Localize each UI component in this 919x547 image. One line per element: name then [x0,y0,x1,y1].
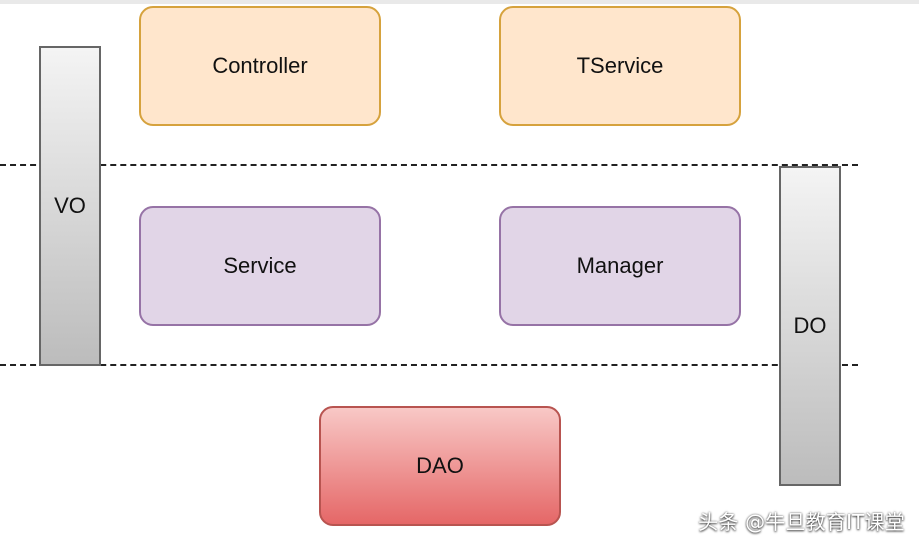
do-pillar: DO [779,166,841,486]
tservice-label: TService [576,53,664,78]
dao-label: DAO [416,453,464,478]
manager-label: Manager [576,253,664,278]
top-rule [0,0,919,4]
service-node: Service [139,206,381,326]
watermark: 头条 @牛旦教育IT课堂 [698,510,905,534]
service-label: Service [223,253,297,278]
controller-node: Controller [139,6,381,126]
vo-pillar: VO [39,46,101,366]
layer-divider-lower [0,364,858,366]
layer-divider-upper [0,164,858,166]
do-label: DO [793,313,827,338]
dao-node: DAO [319,406,561,526]
vo-label: VO [54,193,86,218]
controller-label: Controller [212,53,308,78]
tservice-node: TService [499,6,741,126]
manager-node: Manager [499,206,741,326]
